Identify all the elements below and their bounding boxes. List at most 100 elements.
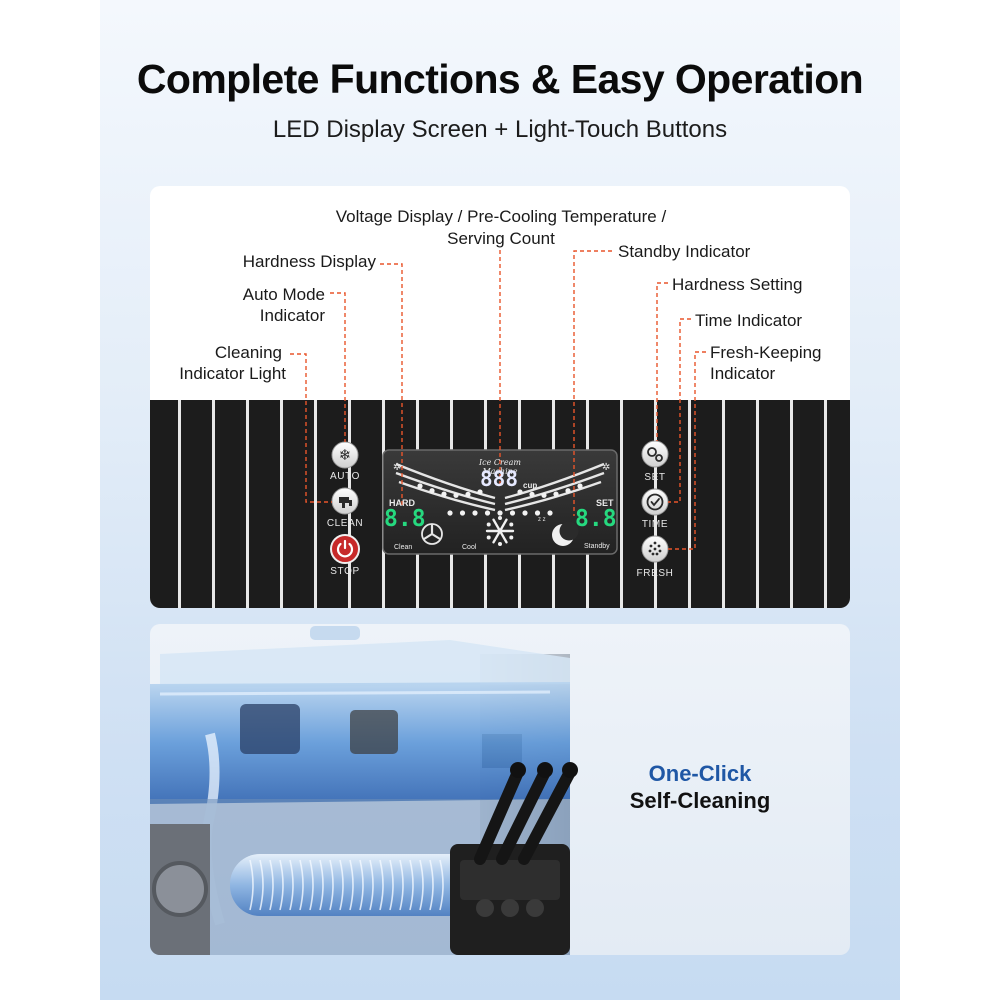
infographic-page: Complete Functions & Easy Operation LED … [100,0,900,1000]
spiral-coil [379,859,384,911]
lcd-dot-ring [417,483,583,516]
hopper-lid [160,640,570,688]
motor-wheel [152,861,208,917]
spiral-coil [389,859,394,911]
clean-button-label: CLEAN [326,518,364,529]
panel-rib [824,400,827,608]
lcd-dot [417,483,423,489]
panel-rib [314,400,317,608]
control-panel-card: ✲ ✲ [150,186,850,608]
gears-icon [647,447,663,462]
cleaning-callout-line1: Cleaning [214,343,282,362]
lcd-dot [447,510,453,516]
clean-fan-icon [421,523,443,545]
lcd-dot [547,510,553,516]
time-button [641,488,669,516]
spiral-coil [309,859,314,911]
lcd-unit: cup [523,481,538,490]
voltage-callout-line2: Serving Count [447,229,555,248]
spiral-coil [439,859,444,911]
lcd-standby-label: Standby [584,543,610,550]
spiral-coil [349,859,354,911]
auto-button-label: AUTO [330,471,360,482]
spiral-coil [329,859,334,911]
fresh-sparkle-icon [648,541,662,556]
page-subtitle: LED Display Screen + Light-Touch Buttons [272,116,728,143]
lcd-brand: Ice Cream Machine [479,458,521,476]
voltage-callout-line1: Voltage Display / Pre-Cooling Temperatur… [335,207,667,226]
spiral-coil [319,859,324,911]
freezing-cylinder [230,854,490,916]
clean-button [331,487,359,515]
time-button-label: TIME [641,519,669,530]
set-button [641,440,669,468]
panel-rib [178,400,181,608]
panel-rib [790,400,793,608]
fresh-callout-line2: Indicator [710,364,776,383]
lcd-snowflake-right-icon: ✲ [602,462,610,473]
panel-rib [756,400,759,608]
power-icon [336,539,354,558]
stop-button-label: STOP [330,566,360,577]
panel-rib [246,400,249,608]
feature-line1: One-Click [648,761,752,786]
spiral-coil [429,859,434,911]
hardness-setting-callout: Hardness Setting [672,275,803,294]
lcd-set-digits: 8.8 [575,506,617,532]
cylinder-spiral [249,859,444,911]
cleaning-callout-line2: Indicator Light [179,364,286,383]
lcd-dot [577,483,583,489]
auto-mode-callout-line1: Auto Mode [242,285,325,304]
panel-rib [722,400,725,608]
self-cleaning-photo-card: One-Click Self-Cleaning [150,624,850,955]
panel-rib [280,400,283,608]
fresh-button-label: FRESH [636,568,674,579]
hardness-display-leader [380,263,403,508]
auto-button: ❄ [331,441,359,469]
spiral-coil [259,859,264,911]
lcd-dot [465,491,471,497]
pump-part [350,710,398,754]
standby-leader [573,250,612,516]
lcd-dot [441,491,447,497]
stop-button [330,534,360,564]
wing-right [504,462,605,512]
lcd-hard-label: HARD [389,498,415,508]
dispenser-handles [474,766,576,865]
spiral-coil [339,859,344,911]
lcd-sleep-text: z z [538,517,546,523]
time-indicator-callout: Time Indicator [695,311,803,330]
lcd-snowflake-left-icon: ✲ [393,462,401,473]
lcd-dot [565,488,571,494]
wing-left [395,462,496,512]
lcd-clean-label: Clean [394,544,413,551]
lcd-dot [529,491,535,497]
lcd-dot [553,491,559,497]
auto-mode-callout-line2: Indicator [259,306,325,325]
lcd-dot [517,489,523,495]
lcd-dot [484,510,491,516]
lcd-dot [453,492,459,498]
control-panel-illustration: ✲ ✲ [150,250,850,608]
faucet-icon [339,497,352,508]
lcd-cool-label: Cool [462,544,477,551]
spiral-coil [369,859,374,911]
panel-rib [620,400,623,608]
lcd-dot [477,489,483,495]
spiral-coil [299,859,304,911]
spiral-coil [359,859,364,911]
feature-line2: Self-Cleaning [629,788,771,813]
lcd-dot [459,510,466,516]
cool-snowflake-icon [485,516,515,546]
callout-lines [290,250,706,550]
machine-illustration [150,626,578,955]
time-leader [668,318,691,503]
page-title: Complete Functions & Easy Operation [136,56,864,102]
lcd-dot [429,488,435,494]
standby-moon-icon [552,521,579,546]
check-clock-icon [646,493,664,511]
lcd-hard-digits: 8.8 [384,506,426,532]
lcd-dot [534,510,541,516]
hardness-display-callout: Hardness Display [242,252,376,271]
panel-rib [212,400,215,608]
